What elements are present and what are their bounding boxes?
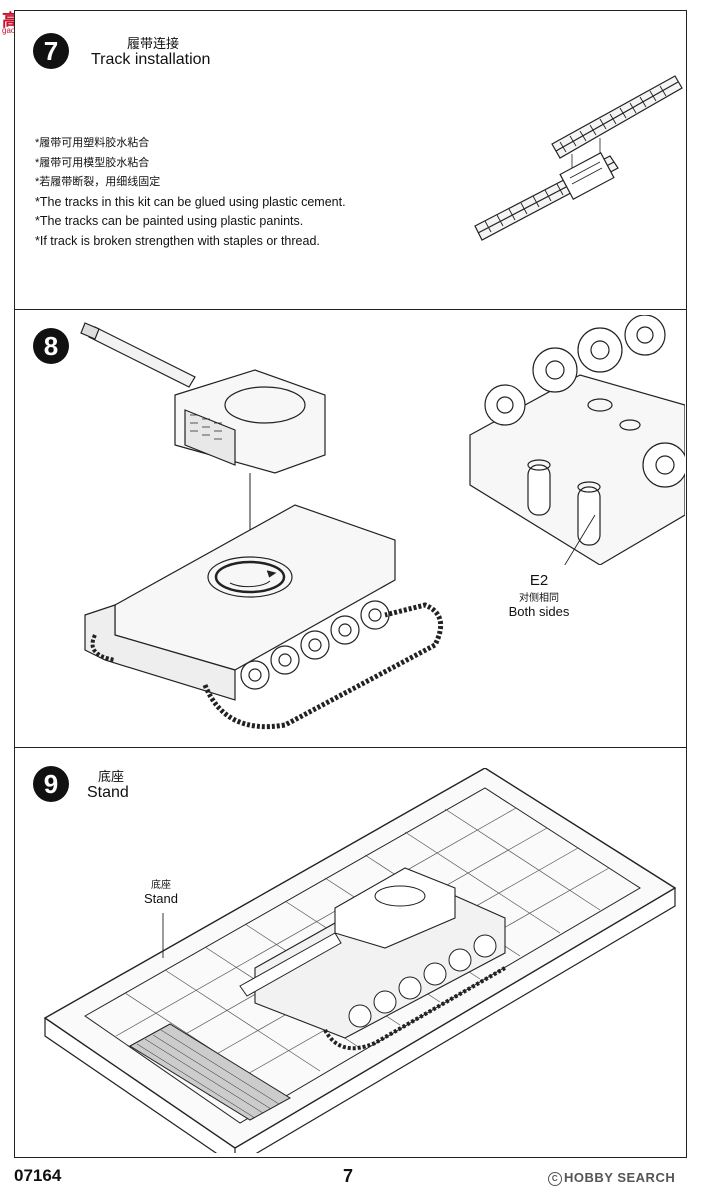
track-links-illustration xyxy=(474,75,683,241)
note-line: *若履带断裂，用细线固定 xyxy=(35,176,161,188)
step-9-number: 9 xyxy=(33,766,69,802)
step-9-panel: 9 底座 Stand 底座 Stand xyxy=(14,748,687,1158)
kit-code: 07164 xyxy=(14,1166,62,1185)
step-8-number: 8 xyxy=(33,328,69,364)
page-number: 7 xyxy=(343,1166,354,1186)
step-9-title-cn: 底座 xyxy=(98,769,125,784)
step-9-title-en: Stand xyxy=(87,784,129,801)
callout-en: Stand xyxy=(144,891,178,906)
brand-text: HOBBY SEARCH xyxy=(564,1170,676,1185)
note-line: *If track is broken strengthen with stap… xyxy=(35,233,320,248)
stand-callout: 底座 Stand xyxy=(133,876,189,906)
step-7-number: 7 xyxy=(33,33,69,69)
note-line: *The tracks can be painted using plastic… xyxy=(35,214,304,228)
step-7-panel: 7 履带连接 Track installation *履带可用塑料胶水粘合 *履… xyxy=(14,10,687,310)
stand-base-illustration xyxy=(43,768,677,1153)
step-7-title-en: Track installation xyxy=(91,51,211,68)
callout-en: Both sides xyxy=(508,604,570,619)
rear-exhaust-detail-illustration xyxy=(469,315,685,565)
callout-cn: 底座 xyxy=(151,880,171,891)
note-line: *The tracks in this kit can be glued usi… xyxy=(35,194,346,209)
note-line: *履带可用模型胶水粘合 xyxy=(35,156,150,169)
step-8-panel: 8 xyxy=(14,310,687,748)
callout-cn: 对侧相同 xyxy=(519,593,559,604)
part-e2-callout: E2 对侧相同 Both sides xyxy=(493,572,585,619)
step-7-title-cn: 履带连接 xyxy=(127,36,180,51)
step-7-notes: *履带可用塑料胶水粘合 *履带可用模型胶水粘合 *若履带断裂，用细线固定 *Th… xyxy=(35,134,346,251)
turret-hull-assembly-illustration xyxy=(80,322,444,730)
copyright-icon: C xyxy=(548,1171,562,1186)
note-line: *履带可用塑料胶水粘合 xyxy=(35,137,150,149)
part-number: E2 xyxy=(529,572,549,589)
